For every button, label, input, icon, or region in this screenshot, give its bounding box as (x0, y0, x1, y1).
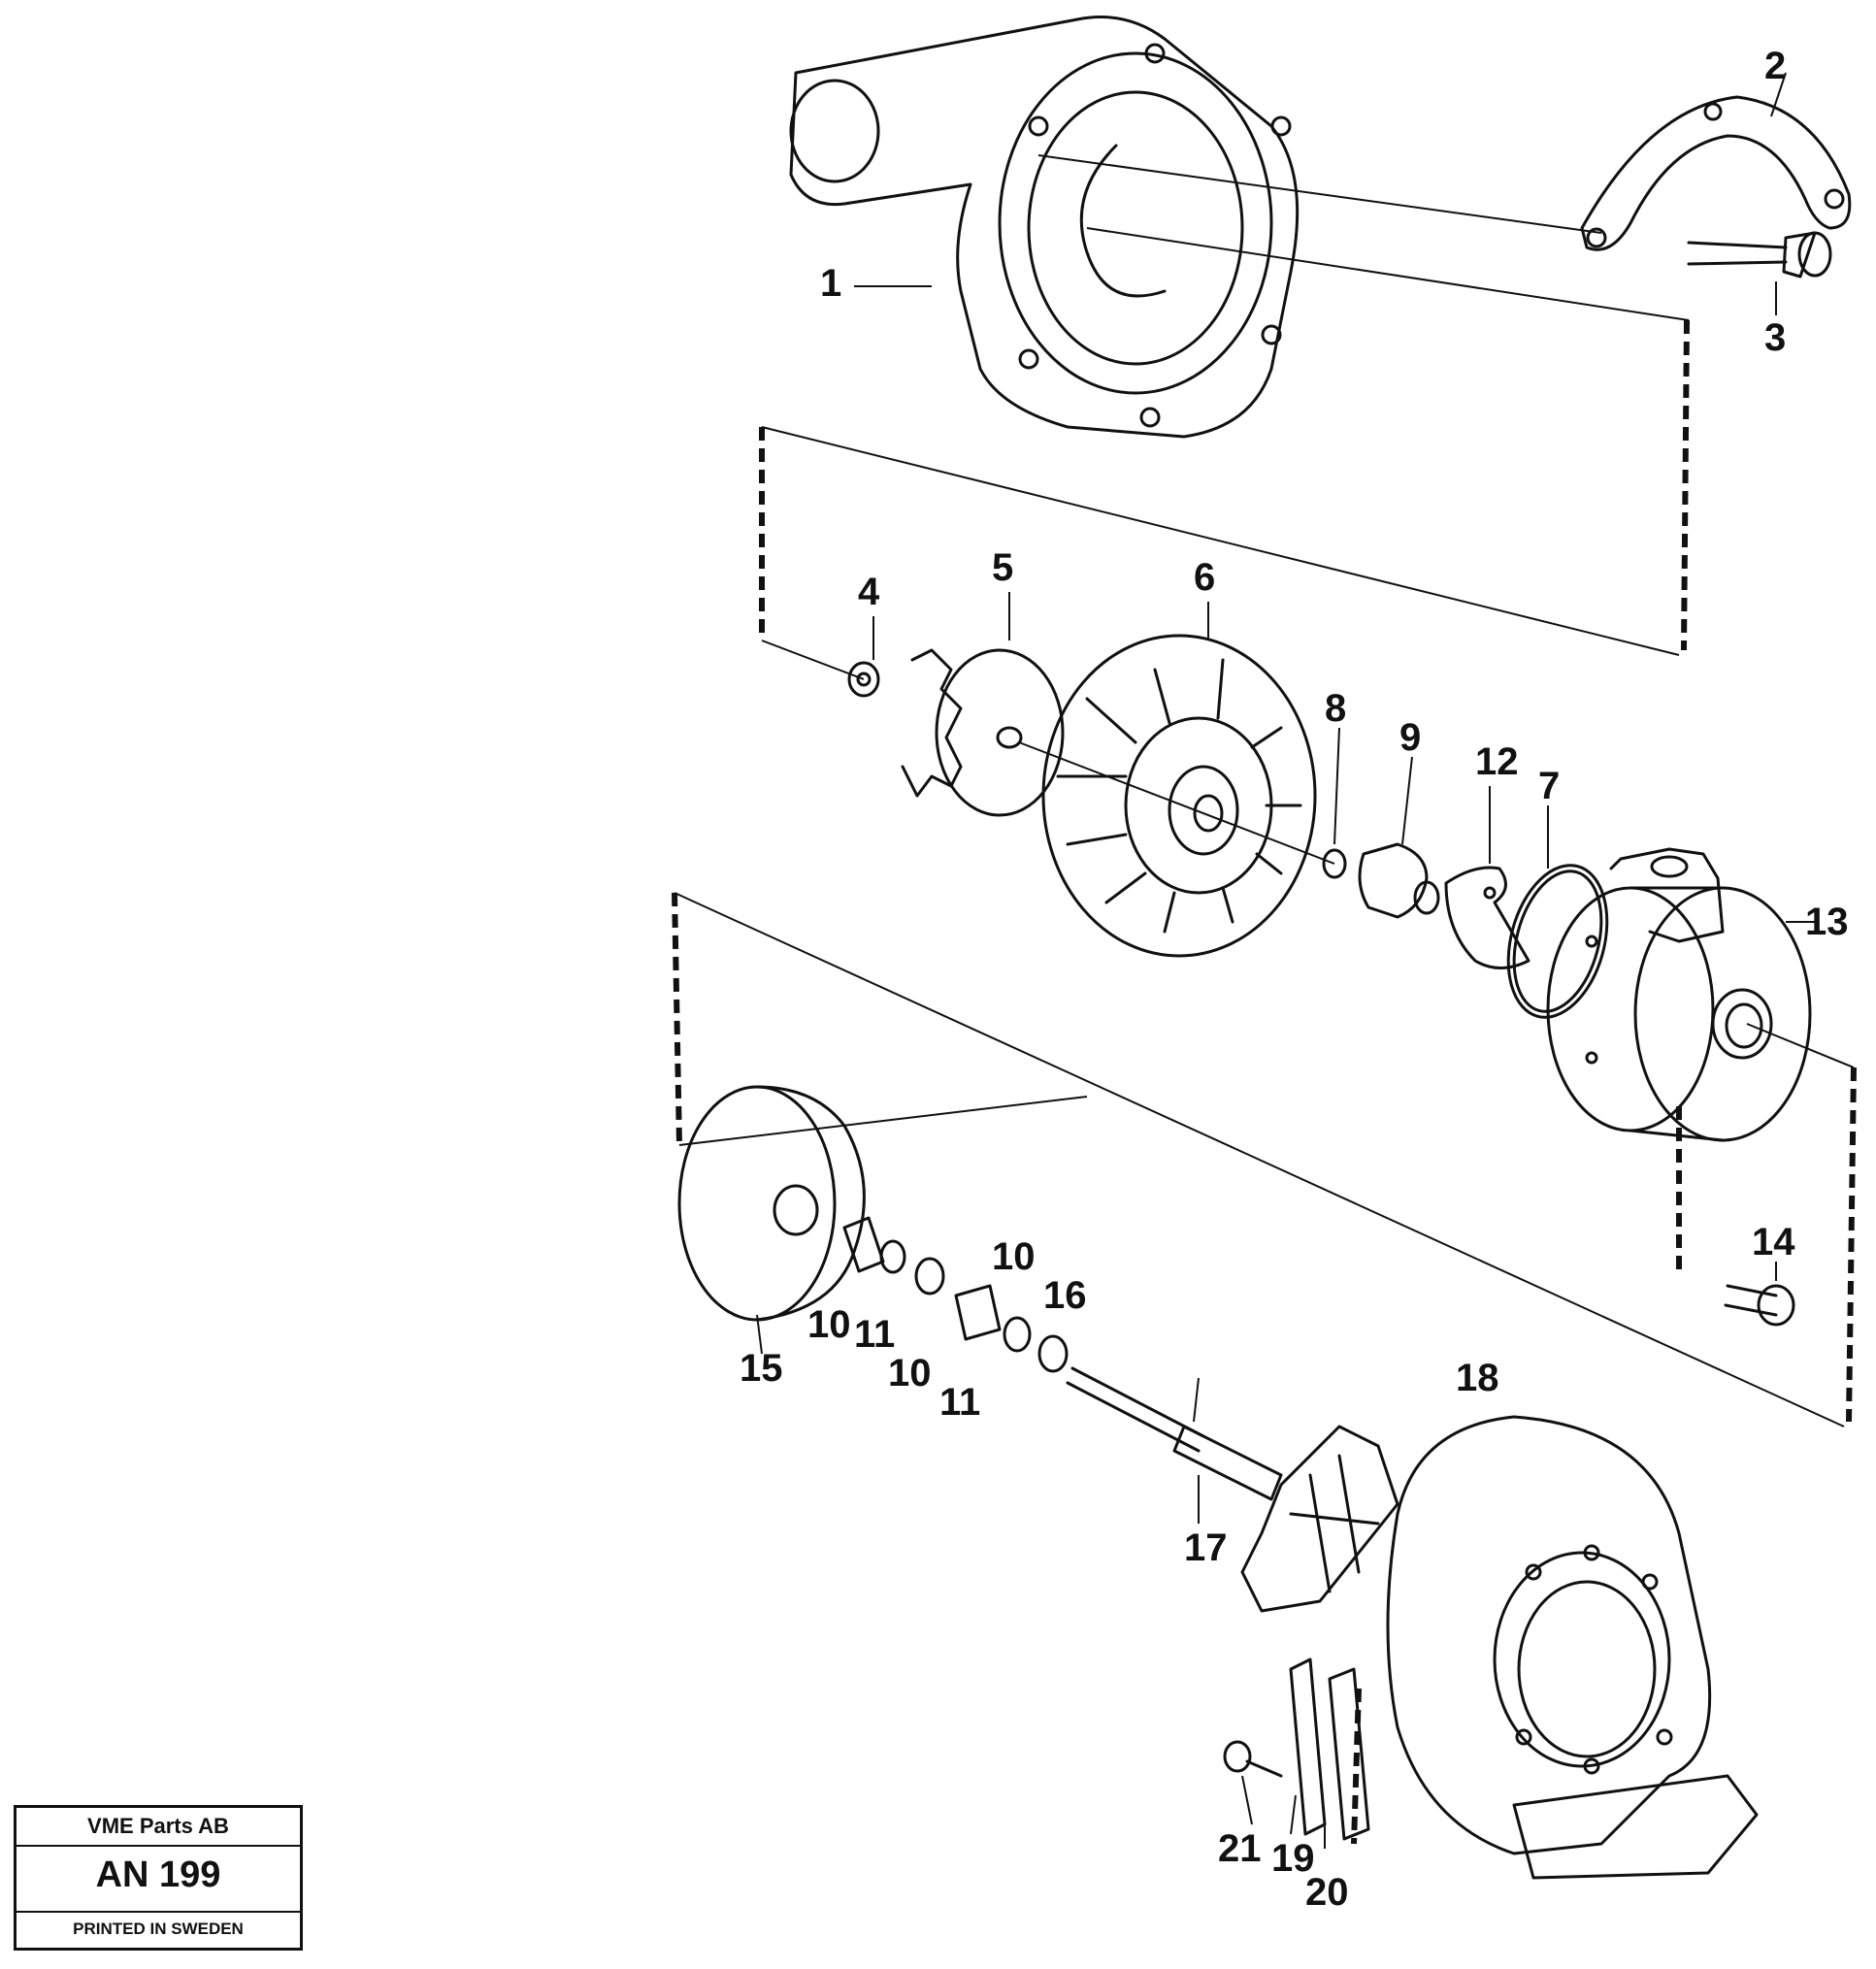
callout-20: 20 (1305, 1871, 1349, 1914)
callout-11a: 11 (854, 1313, 896, 1356)
callout-5: 5 (992, 546, 1014, 589)
document-number: AN 199 (95, 1854, 221, 1895)
callout-13: 13 (1805, 901, 1849, 943)
title-block-divider (16, 1845, 300, 1847)
callout-18: 18 (1456, 1357, 1499, 1399)
part-19-20-21-plates-and-screw (1223, 1657, 1370, 1841)
part-17-turbine-shaft (1066, 1366, 1399, 1613)
title-block-divider (16, 1911, 300, 1913)
callout-10a: 10 (807, 1303, 851, 1346)
part-1-compressor-cover (789, 16, 1300, 439)
callout-4: 4 (858, 571, 880, 613)
part-12-thrust-collar (1444, 866, 1530, 969)
part-3-bolt (1687, 231, 1832, 279)
callout-9: 9 (1399, 716, 1422, 759)
callout-19: 19 (1271, 1837, 1315, 1880)
callout-16: 16 (1043, 1274, 1087, 1317)
callout-7: 7 (1538, 765, 1561, 807)
part-4-nut (847, 661, 880, 698)
part-13-bearing-housing (1546, 847, 1812, 1142)
callout-10c: 10 (992, 1235, 1036, 1278)
callout-6: 6 (1194, 556, 1216, 599)
callout-17: 17 (1184, 1526, 1228, 1569)
part-8-ring (1322, 848, 1347, 879)
company-name: VME Parts AB (87, 1814, 229, 1838)
callout-15: 15 (740, 1347, 783, 1390)
callout-10b: 10 (888, 1352, 932, 1395)
callout-21: 21 (1218, 1827, 1262, 1870)
title-block: VME Parts AB AN 199 PRINTED IN SWEDEN (14, 1805, 303, 1951)
callout-12: 12 (1475, 740, 1519, 783)
callout-11b: 11 (939, 1381, 981, 1424)
callout-8: 8 (1325, 687, 1347, 730)
printed-notice: PRINTED IN SWEDEN (73, 1920, 244, 1938)
callout-1: 1 (820, 262, 842, 305)
part-6-back-plate (1041, 634, 1317, 958)
callout-14: 14 (1752, 1221, 1795, 1263)
part-2-lock-plate (1580, 95, 1852, 251)
part-18-turbine-housing (1386, 1415, 1759, 1880)
part-7-o-ring (1506, 864, 1609, 1019)
callout-3: 3 (1764, 316, 1787, 359)
part-14-bolt (1724, 1284, 1795, 1327)
part-5-compressor-wheel (901, 648, 1065, 817)
part-9-sleeve (1358, 842, 1440, 919)
callout-2: 2 (1764, 45, 1787, 87)
part-10-11-16-bearing-parts (842, 1216, 1069, 1373)
part-15-heat-shield (677, 1085, 866, 1322)
